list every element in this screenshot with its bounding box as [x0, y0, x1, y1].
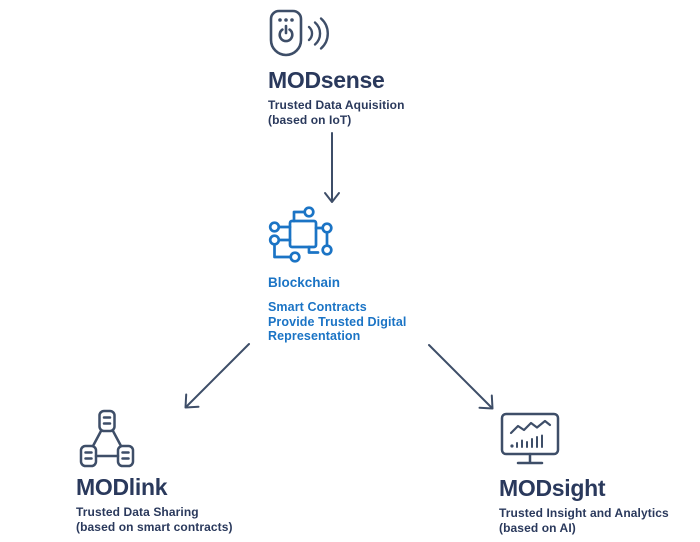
modsense-subtitle-line2: (based on IoT)	[268, 113, 352, 127]
modsense-group: MODsense Trusted Data Aquisition (based …	[268, 9, 458, 128]
blockchain-line1: Smart Contracts	[268, 300, 367, 314]
blockchain-group: Blockchain Smart Contracts Provide Trust…	[268, 206, 468, 344]
blockchain-line3: Representation	[268, 329, 361, 343]
analytics-monitor-icon	[500, 412, 560, 465]
iot-sensor-signal-icon	[269, 9, 329, 57]
down-left-arrow	[184, 343, 250, 409]
blockchain-title: Blockchain	[268, 275, 341, 290]
modlink-subtitle-line2: (based on smart contracts)	[76, 520, 233, 534]
modsense-title: MODsense	[268, 67, 385, 93]
blockchain-line2: Provide Trusted Digital	[268, 314, 407, 329]
blockchain-nodes-icon	[268, 206, 333, 263]
modsight-title: MODsight	[499, 475, 606, 501]
down-right-arrow	[428, 344, 494, 410]
modsight-subtitle-line1: Trusted Insight and Analytics	[499, 506, 669, 520]
modlink-group: MODlink Trusted Data Sharing (based on s…	[76, 409, 261, 535]
modlink-subtitle-line1: Trusted Data Sharing	[76, 505, 199, 519]
linked-ledger-network-icon	[79, 409, 135, 468]
down-arrow	[324, 132, 340, 203]
modlink-title: MODlink	[76, 474, 168, 500]
modsight-subtitle-line2: (based on AI)	[499, 521, 576, 535]
modsense-subtitle-line1: Trusted Data Aquisition	[268, 98, 405, 112]
modsight-group: MODsight Trusted Insight and Analytics (…	[499, 412, 679, 536]
